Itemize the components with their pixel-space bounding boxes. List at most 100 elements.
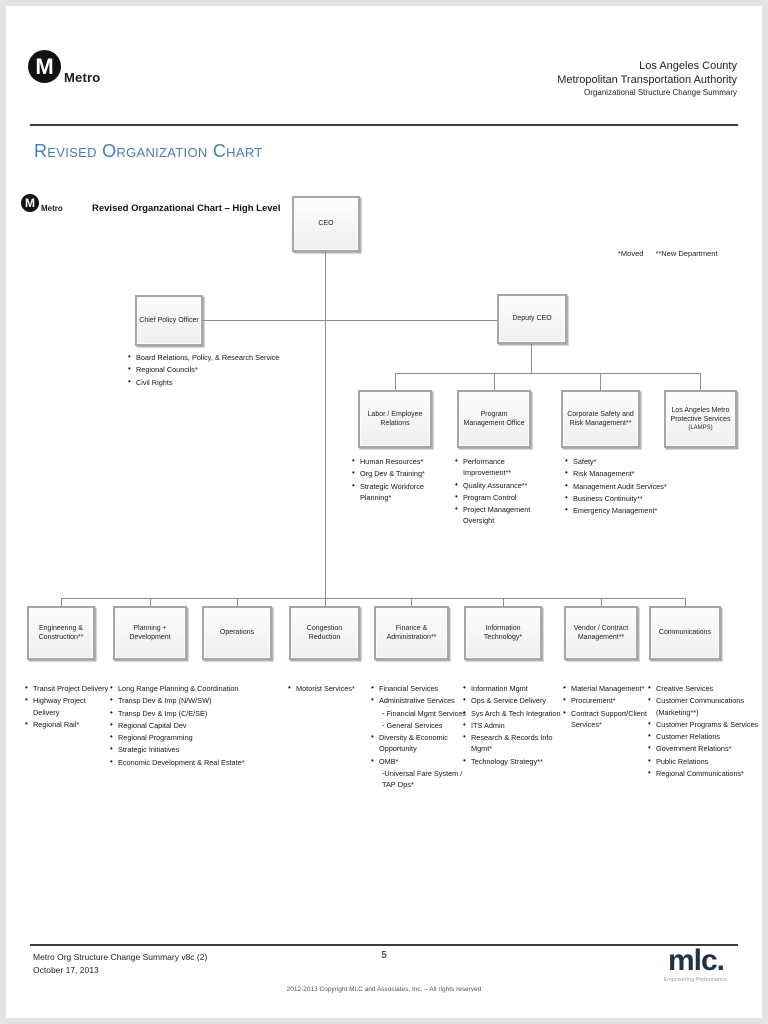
footer-copyright: 2012-2013 Copyright MLC and Associates, … (286, 986, 482, 993)
legend-moved: *Moved (618, 249, 644, 258)
list-item: Regional Rail* (25, 718, 113, 731)
list-item: Human Resources* (352, 455, 448, 468)
planning-bullet-list: Long Range Planning & Coordination Trans… (110, 682, 290, 769)
org-node-label: Deputy CEO (512, 315, 552, 323)
connector-stub (325, 598, 326, 606)
footer-doc-name: Metro Org Structure Change Summary v8c (… (33, 952, 208, 962)
connector-deputy-vertical (531, 344, 532, 374)
finance-bullet-list: Financial Services Administrative Servic… (371, 682, 466, 792)
list-item: Customer Relations (648, 730, 766, 743)
connector-stub (61, 598, 62, 606)
list-item: Transp Dev & Imp (C/E/SE) (110, 707, 290, 720)
org-node-vendor-contract-management: Vendor / Contract Management** (564, 606, 638, 660)
connector-row3-horizontal (61, 598, 685, 599)
org-node-label: Planning + Development (129, 624, 171, 641)
footer-doc-date: October 17, 2013 (33, 964, 99, 975)
list-item: - General Services (382, 720, 443, 730)
connector-stub (685, 598, 686, 606)
org-node-planning-development: Planning + Development (113, 606, 187, 660)
list-item: Technology Strategy** (463, 755, 569, 768)
page-number: 5 (381, 950, 387, 961)
metro-logo-text: Metro (64, 70, 101, 85)
list-item: Contract Support/Client Services* (563, 707, 655, 731)
list-item: Sys Arch & Tech Integration (463, 707, 569, 720)
cpo-bullet-list: Board Relations, Policy, & Research Serv… (128, 351, 318, 389)
list-item: Customer Programs & Services (648, 718, 766, 731)
metro-m-icon: M (28, 50, 61, 83)
list-item: Quality Assurance** (455, 479, 550, 492)
org-node-labor-employee-relations: Labor / Employee Relations (358, 390, 432, 448)
connector-stub (503, 598, 504, 606)
list-item: Transp Dev & Imp (N/W/SW) (110, 694, 290, 707)
list-item: Information Mgmt (463, 682, 569, 695)
chart-metro-logo-text: Metro (41, 204, 63, 213)
list-item: -Universal Fare System / TAP Ops* (382, 769, 463, 790)
org-node-program-management-office: Program Management Office (457, 390, 531, 448)
org-node-label: Engineering & Construction** (38, 624, 84, 641)
list-item: Financial Services (371, 682, 466, 695)
list-item: Org Dev & Training* (352, 467, 448, 480)
list-item: Performance Improvement** (455, 455, 550, 479)
connector-stub (700, 373, 701, 390)
org-node-label: Los Angeles Metro Protective Services (670, 406, 731, 423)
header-org-block: Los Angeles County Metropolitan Transpor… (557, 60, 737, 98)
connector-stub (395, 373, 396, 390)
list-item: Customer Communications (Marketing**) (648, 694, 766, 718)
footer-divider (30, 944, 738, 946)
page-title: Revised Organization Chart (34, 141, 263, 161)
metro-logo: M Metro (28, 50, 101, 85)
list-item: Research & Records Info Mgmt* (463, 731, 569, 755)
list-item: Civil Rights (128, 376, 318, 389)
list-item: Public Relations (648, 755, 766, 768)
connector-stub (150, 598, 151, 606)
header-divider (30, 124, 738, 126)
list-item: - Financial Mgmt Services (382, 708, 466, 718)
chart-legend: *Moved **New Department (618, 249, 730, 258)
list-item: Board Relations, Policy, & Research Serv… (128, 351, 318, 364)
org-node-deputy-ceo: Deputy CEO (497, 294, 567, 344)
list-item: Risk Management* (565, 467, 693, 480)
list-item: Material Management* (563, 682, 655, 695)
org-node-sublabel: (LAMPS) (688, 425, 713, 432)
legend-new-department: **New Department (655, 249, 718, 258)
list-item: Creative Services (648, 682, 766, 695)
org-node-chief-policy-officer: Chief Policy Officer (135, 295, 203, 346)
list-item: Transit Project Delivery (25, 682, 113, 695)
mlc-tagline: Empowering Performance. (663, 977, 729, 983)
org-node-label: Chief Policy Officer (139, 316, 199, 324)
connector-stub (600, 373, 601, 390)
list-item: Ops & Service Delivery (463, 694, 569, 707)
list-item: Administrative Services (371, 694, 466, 707)
connector-ceo-vertical (325, 252, 326, 598)
vendor-bullet-list: Material Management* Procurement* Contra… (563, 682, 655, 731)
list-item: Management Audit Services* (565, 480, 693, 493)
connector-cpo-deputy (203, 320, 497, 321)
list-item: Highway Project Delivery (25, 694, 113, 718)
list-item: ITS Admin (463, 719, 569, 732)
org-node-operations: Operations (202, 606, 272, 660)
org-node-label: Finance & Administration** (386, 624, 437, 641)
engineering-bullet-list: Transit Project Delivery Highway Project… (25, 682, 113, 731)
org-node-label: CEO (318, 220, 334, 228)
org-node-label: Congestion Reduction (306, 624, 343, 641)
list-item: Emergency Management* (565, 504, 693, 517)
metro-m-icon: M (21, 194, 39, 212)
org-node-label: Information Technology* (483, 624, 523, 641)
it-bullet-list: Information Mgmt Ops & Service Delivery … (463, 682, 569, 768)
list-item: OMB* (371, 755, 466, 768)
list-item: Regional Communications* (648, 767, 766, 780)
list-item: Strategic Initiatives (110, 743, 290, 756)
chart-metro-logo: M Metro (21, 194, 63, 213)
pmo-bullet-list: Performance Improvement** Quality Assura… (455, 455, 550, 528)
list-item: Regional Programming (110, 731, 290, 744)
list-item: Business Continuity** (565, 492, 693, 505)
chart-subtitle: Revised Organzational Chart – High Level (92, 203, 281, 214)
list-item: Regional Councils* (128, 363, 318, 376)
mlc-logo: mlc. Empowering Performance. (648, 944, 744, 983)
list-item: Strategic Workforce Planning* (352, 480, 448, 504)
org-node-finance-administration: Finance & Administration** (374, 606, 449, 660)
org-node-label: Program Management Office (463, 410, 525, 427)
list-item: Procurement* (563, 694, 655, 707)
org-node-label: Corporate Safety and Risk Management** (567, 410, 634, 427)
org-node-corporate-safety-risk: Corporate Safety and Risk Management** (561, 390, 640, 448)
